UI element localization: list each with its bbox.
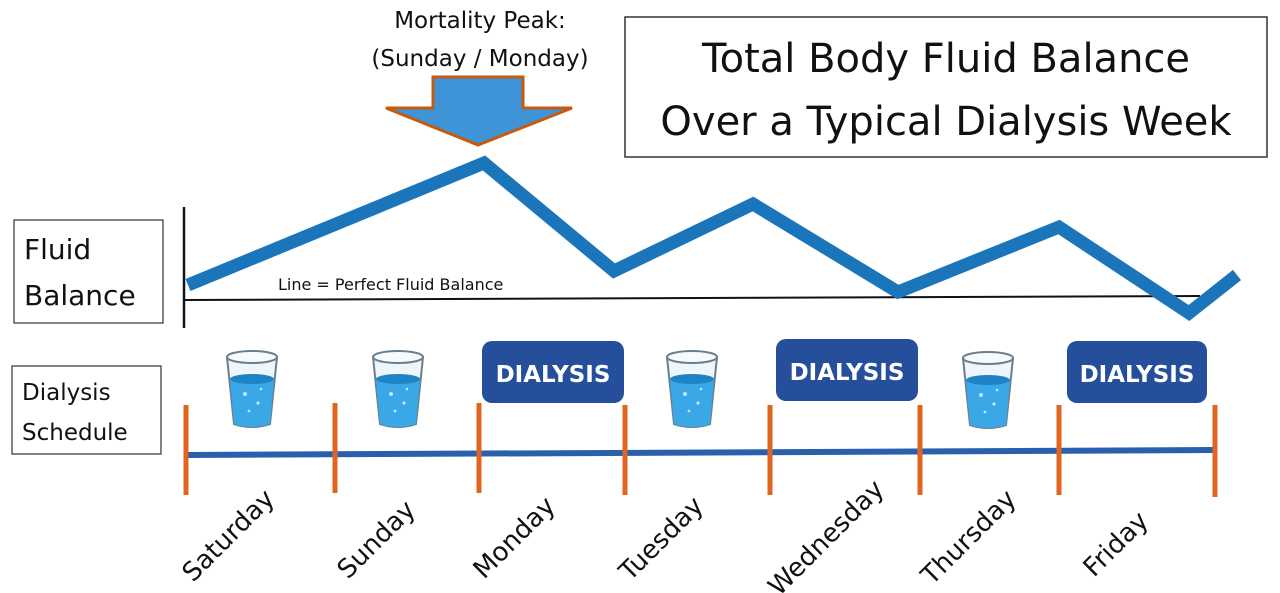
schedule-label-line-2: Schedule [22,420,128,446]
fluid-balance-curve [185,155,1242,322]
down-arrow-icon [385,75,573,147]
day-label-tuesday: Tuesday [613,491,710,588]
schedule-label-line-1: Dialysis [22,380,111,406]
dialysis-badge-label: DIALYSIS [790,360,905,386]
baseline-label: Line = Perfect Fluid Balance [278,275,503,294]
day-label-sunday: Sunday [332,495,422,585]
peak-label-line-2: (Sunday / Monday) [371,46,588,72]
title-line-1: Total Body Fluid Balance [701,36,1190,82]
dialysis-badge: DIALYSIS [1067,341,1207,403]
fluid-label-line-1: Fluid [24,233,91,266]
water-glass-icon [666,350,718,428]
day-ticks [183,403,1218,497]
dialysis-badge: DIALYSIS [482,341,624,403]
dialysis-badge-label: DIALYSIS [1080,362,1195,388]
day-label-thursday: Thursday [915,484,1022,591]
perfect-balance-baseline [183,295,1201,301]
fluid-label-line-2: Balance [24,279,136,312]
water-glass-icon [962,351,1014,429]
day-label-saturday: Saturday [177,484,281,588]
title-box: Total Body Fluid Balance Over a Typical … [624,16,1268,158]
title-line-2: Over a Typical Dialysis Week [660,99,1232,145]
fluid-balance-label-box: Fluid Balance [13,219,164,324]
schedule-timeline [186,447,1216,458]
day-label-friday: Friday [1078,506,1155,583]
mortality-peak-annotation: Mortality Peak: (Sunday / Monday) [371,8,589,147]
water-glass-icon [226,350,278,428]
peak-label-line-1: Mortality Peak: [394,8,566,34]
water-glass-icon [372,350,424,428]
dialysis-badge-label: DIALYSIS [496,362,611,388]
day-label-monday: Monday [468,491,562,585]
dialysis-badge: DIALYSIS [776,339,918,401]
day-label-wednesday: Wednesday [763,474,891,593]
dialysis-schedule-label-box: Dialysis Schedule [11,365,162,455]
